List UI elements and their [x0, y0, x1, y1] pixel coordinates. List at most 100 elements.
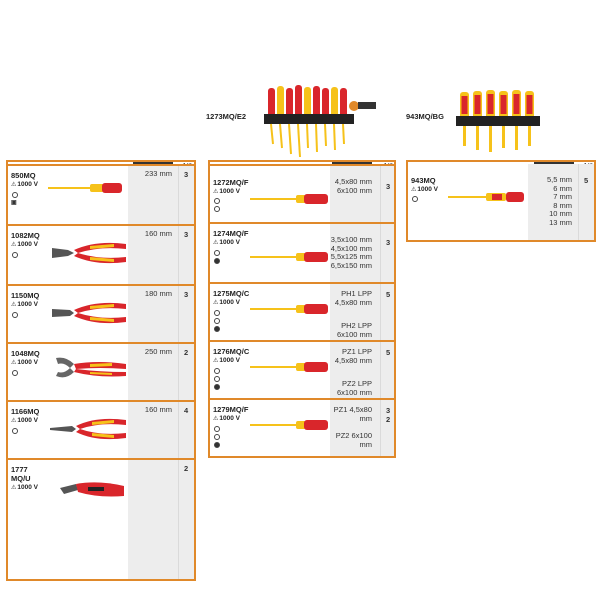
product-code: 943MQ: [411, 176, 436, 185]
cutting-pliers-icon: [52, 242, 126, 264]
pozidriv-screwdriver-icon: [250, 362, 328, 372]
standard-symbol-icon: ▣: [11, 200, 17, 206]
product-code: 1276MQ/C: [213, 347, 250, 356]
voltage-label: 1000 V: [17, 301, 38, 308]
set-1273-label: 1273MQ/E2: [206, 112, 247, 121]
product-code: 1082MQ: [11, 231, 40, 240]
voltage-label: 1000 V: [17, 241, 38, 248]
slotted-symbol-icon: [214, 326, 220, 332]
table-row: 1777 MQ/U ⚠1000 V 2: [8, 458, 194, 579]
insulated-symbol-icon: [214, 368, 220, 374]
insulated-symbol-icon: [12, 252, 18, 258]
product-code: 1048MQ: [11, 349, 40, 358]
product-spec: 4,5x80 mm 6x100 mm: [334, 177, 372, 195]
insulated-symbol-icon: [12, 312, 18, 318]
product-code: 1274MQ/F: [213, 229, 249, 238]
product-spec: 180 mm: [144, 289, 172, 298]
product-code: 1275MQ/C: [213, 289, 250, 298]
screwdriver-set-943-image: [456, 90, 540, 152]
voltage-label: 1000 V: [17, 359, 38, 366]
insulated-symbol-icon: [214, 426, 220, 432]
insulated-symbol-icon: [214, 250, 220, 256]
product-code: 1272MQ/F: [213, 178, 249, 187]
product-spec: 5,5 mm 6 mm 7 mm 8 mm 10 mm 13 mm: [546, 175, 572, 227]
screwdriver-icon: [48, 183, 122, 193]
product-spec: 233 mm: [144, 169, 172, 178]
screwdriver-handles: [268, 85, 347, 118]
product-spec: 3,5x100 mm 4,5x100 mm 5,5x125 mm 6,5x150…: [330, 235, 372, 270]
product-qty: 3: [386, 238, 391, 247]
product-qty: 4: [184, 406, 189, 415]
voltage-label: 1000 V: [17, 484, 38, 491]
product-qty: 5: [386, 290, 391, 299]
voltage-label: 1000 V: [17, 181, 38, 188]
insulated-symbol-icon: [412, 196, 418, 202]
phillips-screwdriver-icon: [250, 304, 328, 314]
left-tools-panel: N° 850MQ ⚠1000 V ▣ 233 mm 3 1082MQ ⚠1000…: [6, 160, 196, 581]
product-qty: 3: [184, 170, 189, 179]
table-row: 1279MQ/F ⚠1000 V PZ1 4,5x80 mm PZ2 6x100…: [210, 398, 394, 456]
middle-tools-panel: N° 1272MQ/F ⚠1000 V 4,5x80 mm 6x100 mm 3…: [208, 160, 396, 458]
product-qty: 3: [386, 406, 391, 415]
holder-rack: [456, 116, 540, 126]
torque-symbol-icon: [214, 318, 220, 324]
insulated-symbol-icon: [12, 192, 18, 198]
table-row: 1166MQ ⚠1000 V 160 mm 4: [8, 400, 194, 458]
product-qty: 5: [584, 176, 589, 185]
insulated-symbol-icon: [214, 198, 220, 204]
product-qty: 2: [184, 348, 189, 357]
slotted-symbol-icon: [214, 384, 220, 390]
orange-tag-icon: [349, 101, 359, 111]
torque-symbol-icon: [214, 376, 220, 382]
product-qty-2: 2: [386, 415, 391, 424]
holder-rack: [264, 114, 354, 124]
product-spec-2: PZ2 LPP 6x100 mm: [336, 379, 372, 397]
flat-screwdriver-icon: [250, 194, 328, 204]
product-code: 1279MQ/F: [213, 405, 249, 414]
voltage-label: 1000 V: [219, 357, 240, 364]
product-spec-2: PH2 LPP 6x100 mm: [336, 321, 372, 339]
product-qty: 3: [184, 290, 189, 299]
product-code: 1166MQ: [11, 407, 40, 416]
product-qty: 3: [386, 182, 391, 191]
slim-screwdriver-icon: [250, 420, 328, 430]
slotted-symbol-icon: [214, 442, 220, 448]
product-spec: PZ1 4,5x80 mm: [333, 405, 372, 423]
table-row: 1276MQ/C ⚠1000 V PZ1 LPP 4,5x80 mm PZ2 L…: [210, 340, 394, 398]
product-code: 850MQ: [11, 171, 36, 180]
combination-pliers-icon: [52, 302, 126, 324]
insulated-symbol-icon: [214, 310, 220, 316]
insulated-symbol-icon: [12, 370, 18, 376]
voltage-label: 1000 V: [219, 239, 240, 246]
table-row: 1082MQ ⚠1000 V 160 mm 3: [8, 224, 194, 284]
long-nose-pliers-icon: [50, 418, 126, 440]
set-943-label: 943MQ/BG: [406, 112, 444, 121]
water-pump-pliers-icon: [56, 357, 126, 378]
product-code: 1777 MQ/U: [11, 465, 31, 483]
product-spec: 250 mm: [144, 347, 172, 356]
table-row: 1274MQ/F ⚠1000 V 3,5x100 mm 4,5x100 mm 5…: [210, 222, 394, 282]
voltage-label: 1000 V: [17, 417, 38, 424]
flat-screwdriver-icon: [448, 192, 524, 202]
product-qty: 3: [184, 230, 189, 239]
table-row: 850MQ ⚠1000 V ▣ 233 mm 3: [8, 164, 194, 224]
voltage-label: 1000 V: [219, 188, 240, 195]
product-spec: PH1 LPP 4,5x80 mm: [334, 289, 372, 307]
product-qty: 2: [184, 464, 189, 473]
table-row: 1048MQ ⚠1000 V 250 mm 2: [8, 342, 194, 400]
product-spec: PZ1 LPP 4,5x80 mm: [334, 347, 372, 365]
table-row: 1150MQ ⚠1000 V 180 mm 3: [8, 284, 194, 342]
slotted-symbol-icon: [214, 258, 220, 264]
insulated-symbol-icon: [12, 428, 18, 434]
product-code: 1150MQ: [11, 291, 40, 300]
product-spec: 160 mm: [144, 229, 172, 238]
cable-knife-icon: [60, 482, 124, 497]
product-spec-2: PZ2 6x100 mm: [335, 431, 372, 449]
table-row: 943MQ ⚠1000 V 5,5 mm 6 mm 7 mm 8 mm 10 m…: [408, 164, 594, 240]
voltage-label: 1000 V: [417, 186, 438, 193]
product-qty: 5: [386, 348, 391, 357]
product-spec: 160 mm: [144, 405, 172, 414]
torque-symbol-icon: [214, 206, 220, 212]
screwdriver-set-1273-image: [264, 85, 376, 158]
flat-screwdriver-icon: [250, 252, 328, 262]
